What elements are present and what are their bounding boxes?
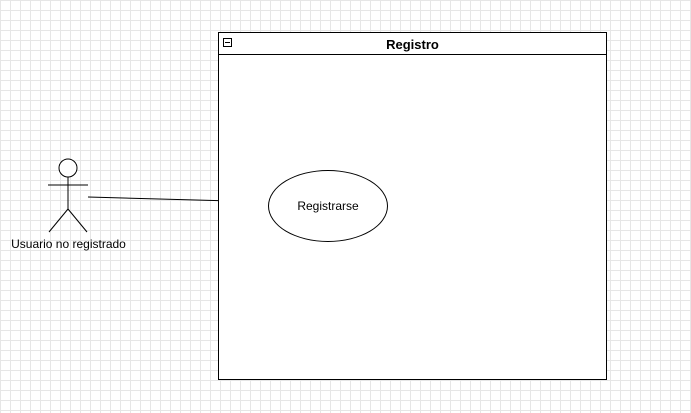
actor-label: Usuario no registrado bbox=[11, 237, 126, 251]
usecase-label: Registrarse bbox=[297, 199, 359, 213]
collapse-icon[interactable] bbox=[223, 38, 232, 47]
usecase-registrarse[interactable]: Registrarse bbox=[268, 170, 388, 242]
system-boundary-header: Registro bbox=[219, 33, 606, 55]
system-boundary-title: Registro bbox=[386, 37, 439, 52]
stick-figure-icon[interactable] bbox=[45, 158, 91, 234]
